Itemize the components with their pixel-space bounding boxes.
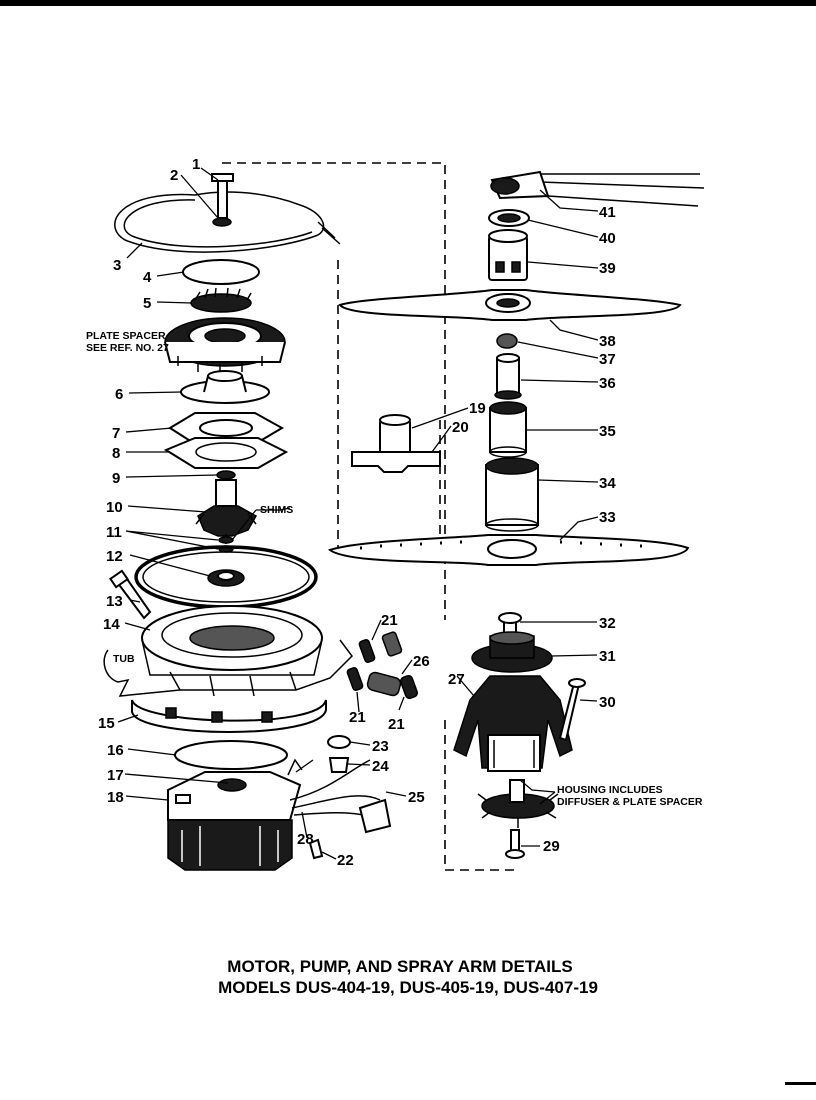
callout-21b: 21 [349, 709, 366, 726]
note-plate-spacer-line1: PLATE SPACER [86, 330, 166, 342]
gasket-ring-part-12 [134, 545, 318, 609]
callout-21c: 21 [388, 716, 405, 733]
callout-12: 12 [106, 548, 123, 565]
callout-10: 10 [106, 499, 123, 516]
screw-part-30 [558, 678, 586, 742]
note-tub: TUB [113, 653, 135, 665]
leader-lines [117, 167, 599, 860]
diffuser-part-31 [471, 631, 553, 673]
diagram-notes: PLATE SPACER SEE REF. NO. 27 SHIMS TUB H… [86, 330, 703, 808]
callout-2: 2 [170, 167, 178, 184]
callout-8: 8 [112, 445, 120, 462]
cap-part-4 [182, 259, 260, 285]
washer-part-2 [212, 217, 232, 227]
housing-part-27 [453, 675, 573, 772]
callout-37: 37 [599, 351, 616, 368]
callout-14: 14 [103, 616, 120, 633]
hose-part-26 [346, 667, 419, 700]
assembly-guide-line [222, 162, 520, 871]
callout-32: 32 [599, 615, 616, 632]
callout-40: 40 [599, 230, 616, 247]
diagram-title-line2: MODELS DUS-404-19, DUS-405-19, DUS-407-1… [218, 978, 598, 997]
screw-part-29 [505, 829, 525, 859]
top-border [0, 0, 816, 6]
callout-28: 28 [297, 831, 314, 848]
callout-4: 4 [143, 269, 152, 286]
note-shims: SHIMS [260, 504, 293, 516]
callout-9: 9 [112, 470, 120, 487]
upper-spray-arm-part-38 [338, 289, 682, 321]
callout-36: 36 [599, 375, 616, 392]
bottom-right-rule [785, 1082, 816, 1085]
callout-41: 41 [599, 204, 616, 221]
collar-part-39 [488, 229, 528, 281]
callout-5: 5 [143, 295, 151, 312]
shim-part-11 [218, 536, 234, 544]
tub-outline [103, 639, 353, 697]
seal-ring-part-15 [131, 699, 327, 733]
motor-wires [287, 758, 385, 823]
callout-11: 11 [106, 524, 122, 541]
nut-part-37 [496, 333, 518, 349]
callout-34: 34 [599, 475, 616, 492]
motor-part-18 [167, 771, 302, 871]
bolt-part-1 [217, 177, 228, 219]
gasket-part-8 [163, 437, 289, 469]
callout-17: 17 [107, 767, 124, 784]
tube-part-35 [489, 401, 527, 458]
callout-22: 22 [337, 852, 354, 869]
callout-20: 20 [452, 419, 469, 436]
washer-part-9 [216, 470, 236, 480]
lower-spray-arm-part-33 [327, 534, 690, 566]
nut-part-40 [488, 209, 530, 227]
tube-part-34 [485, 457, 539, 532]
callout-numbers: 1 2 3 4 5 6 7 8 9 10 11 12 13 14 15 16 1… [98, 156, 616, 869]
callout-6: 6 [115, 386, 123, 403]
note-housing-line2: DIFFUSER & PLATE SPACER [557, 796, 703, 808]
nut-part-23 [327, 735, 351, 749]
note-housing-line1: HOUSING INCLUDES [557, 784, 663, 796]
plate-spacer [164, 317, 286, 374]
callout-19: 19 [469, 400, 486, 417]
screw-part-22 [308, 838, 324, 860]
callout-39: 39 [599, 260, 616, 277]
callout-24: 24 [372, 758, 389, 775]
wire-loop-inner [123, 199, 313, 248]
callout-1: 1 [192, 156, 200, 173]
callout-38: 38 [599, 333, 616, 350]
pump-body-part-14 [141, 605, 323, 697]
cover-part-6 [180, 370, 270, 404]
supply-tube-part-41 [490, 170, 705, 207]
diagram-title-line1: MOTOR, PUMP, AND SPRAY ARM DETAILS [227, 957, 573, 976]
callout-15: 15 [98, 715, 115, 732]
fitting-part-24 [328, 757, 350, 773]
callout-18: 18 [107, 789, 124, 806]
callout-16: 16 [107, 742, 124, 759]
note-plate-spacer-line2: SEE REF. NO. 27 [86, 342, 169, 354]
wire-loop-part-3 [114, 191, 325, 253]
callout-33: 33 [599, 509, 616, 526]
callout-29: 29 [543, 838, 560, 855]
callout-25: 25 [408, 789, 425, 806]
callout-31: 31 [599, 648, 616, 665]
bracket-part-19-20 [351, 414, 441, 473]
tube-part-36 [494, 353, 522, 400]
callout-30: 30 [599, 694, 616, 711]
callout-23: 23 [372, 738, 389, 755]
callout-35: 35 [599, 423, 616, 440]
callout-27: 27 [448, 671, 465, 688]
clamp-part-21 [358, 631, 403, 663]
chopper-part-5 [190, 287, 252, 313]
bolt-part-13 [109, 569, 152, 620]
callout-21a: 21 [381, 612, 398, 629]
callout-3: 3 [113, 257, 121, 274]
disc-part-16 [174, 740, 288, 770]
callout-13: 13 [106, 593, 123, 610]
chopper-blade [477, 779, 559, 828]
callout-26: 26 [413, 653, 430, 670]
callout-7: 7 [112, 425, 120, 442]
